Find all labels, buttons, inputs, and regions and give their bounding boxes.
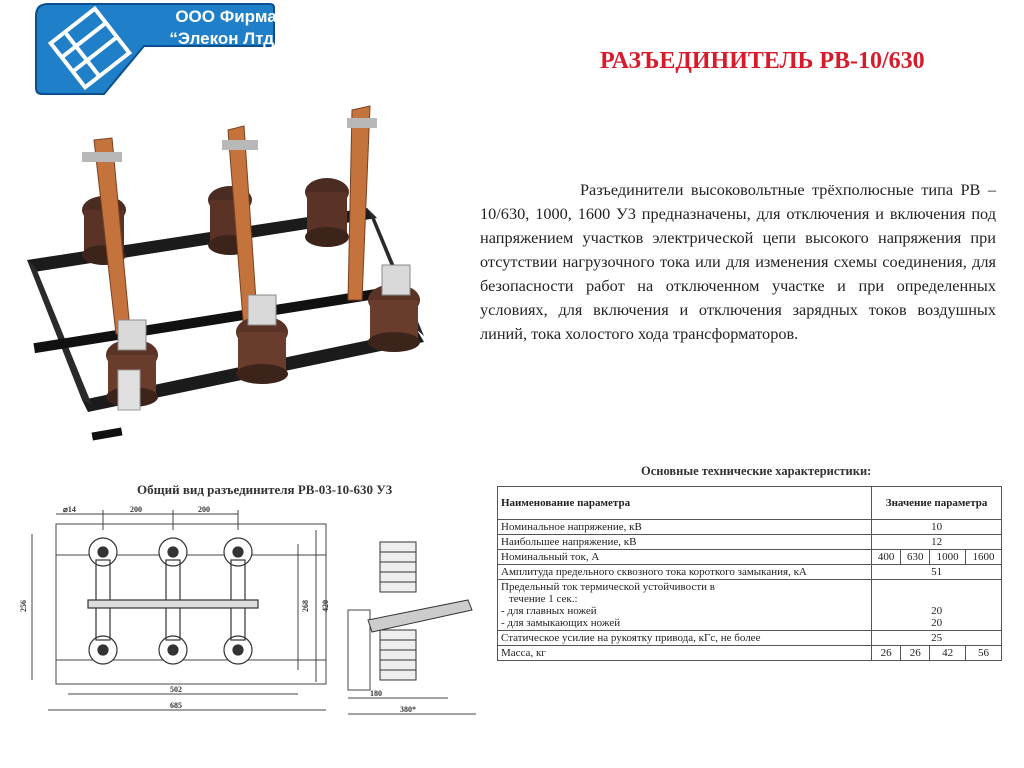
logo-emblem	[35, 3, 275, 95]
dim-h-mid: 268	[301, 600, 310, 612]
row-current-1000: 1000	[929, 549, 967, 565]
thermal-earth-name: - для замыкающих ножей	[501, 617, 621, 629]
dim-pitch-2: 200	[198, 505, 210, 514]
row-amplitude-name: Амплитуда предельного сквозного тока кор…	[496, 564, 873, 580]
row-thermal-values: 20 20	[871, 579, 1002, 631]
copper-blades	[82, 105, 377, 335]
table-row: Предельный ток термической устойчивости …	[496, 579, 1002, 631]
row-current-630: 630	[900, 549, 931, 565]
row-maxvoltage-value: 12	[871, 534, 1002, 550]
row-maxvoltage-name: Наибольшее напряжение, кВ	[496, 534, 873, 550]
drawing-side-view	[367, 541, 473, 681]
logo-line-1: ООО Фирма	[175, 7, 277, 26]
company-logo: ООО Фирма “Элекон Лтд”	[34, 2, 283, 96]
dim-hole: ⌀14	[63, 505, 76, 514]
thermal-main-name: - для главных ножей	[501, 605, 597, 617]
thermal-title: Предельный ток термической устойчивости …	[501, 581, 715, 593]
thermal-earth-value: 20	[931, 617, 943, 629]
thermal-main-value: 20	[931, 605, 943, 617]
row-mass-1600: 56	[965, 645, 1002, 661]
row-mass-name: Масса, кг	[496, 645, 873, 661]
row-current-1600: 1600	[965, 549, 1002, 565]
row-voltage-name: Номинальное напряжение, кВ	[496, 519, 873, 535]
row-mass-1000: 42	[929, 645, 967, 661]
spec-table: Наименование параметра Значение параметр…	[496, 486, 1002, 661]
front-insulators	[106, 264, 420, 411]
page-title: РАЗЪЕДИНИТЕЛЬ РВ-10/630	[600, 48, 925, 74]
table-row: Наибольшее напряжение, кВ 12	[496, 534, 1002, 550]
drawing-insulators	[87, 537, 259, 665]
product-photo	[27, 105, 424, 441]
dim-w-total: 685	[170, 701, 182, 710]
technical-drawing: ⌀14 200 200 256 268 420 502 685 180 380*	[19, 505, 476, 715]
table-row: Масса, кг 26 26 42 56	[496, 645, 1002, 661]
dim-h-frame: 420	[321, 600, 330, 612]
row-thermal-name: Предельный ток термической устойчивости …	[496, 579, 873, 631]
row-force-value: 25	[871, 630, 1002, 646]
row-amplitude-value: 51	[871, 564, 1002, 580]
thermal-subtitle: течение 1 сек.:	[509, 593, 578, 605]
logo-line-2: “Элекон Лтд”	[169, 29, 283, 48]
table-row: Номинальный ток, А 400 630 1000 1600	[496, 549, 1002, 565]
row-current-name: Номинальный ток, А	[496, 549, 873, 565]
table-row: Амплитуда предельного сквозного тока кор…	[496, 564, 1002, 580]
table-row: Статическое усилие на рукоятку привода, …	[496, 630, 1002, 646]
row-mass-630: 26	[900, 645, 931, 661]
dim-w-inner: 502	[170, 685, 182, 694]
drawing-title: Общий вид разъединителя РВ-03-10-630 У3	[137, 482, 393, 497]
dim-side-w: 180	[370, 689, 382, 698]
description-text: Разъединители высоковольтные трёхполюсны…	[480, 180, 996, 343]
row-voltage-value: 10	[871, 519, 1002, 535]
table-row: Номинальное напряжение, кВ 10	[496, 519, 1002, 535]
header-name: Наименование параметра	[496, 486, 873, 520]
dim-h-total: 256	[19, 600, 28, 612]
dim-side-total: 380*	[400, 705, 416, 714]
dim-pitch-1: 200	[130, 505, 142, 514]
row-force-name: Статическое усилие на рукоятку привода, …	[496, 630, 873, 646]
header-value: Значение параметра	[871, 486, 1002, 520]
row-current-400: 400	[871, 549, 902, 565]
row-mass-400: 26	[871, 645, 902, 661]
table-title: Основные технические характеристики:	[641, 464, 872, 478]
table-header-row: Наименование параметра Значение параметр…	[496, 486, 1002, 520]
